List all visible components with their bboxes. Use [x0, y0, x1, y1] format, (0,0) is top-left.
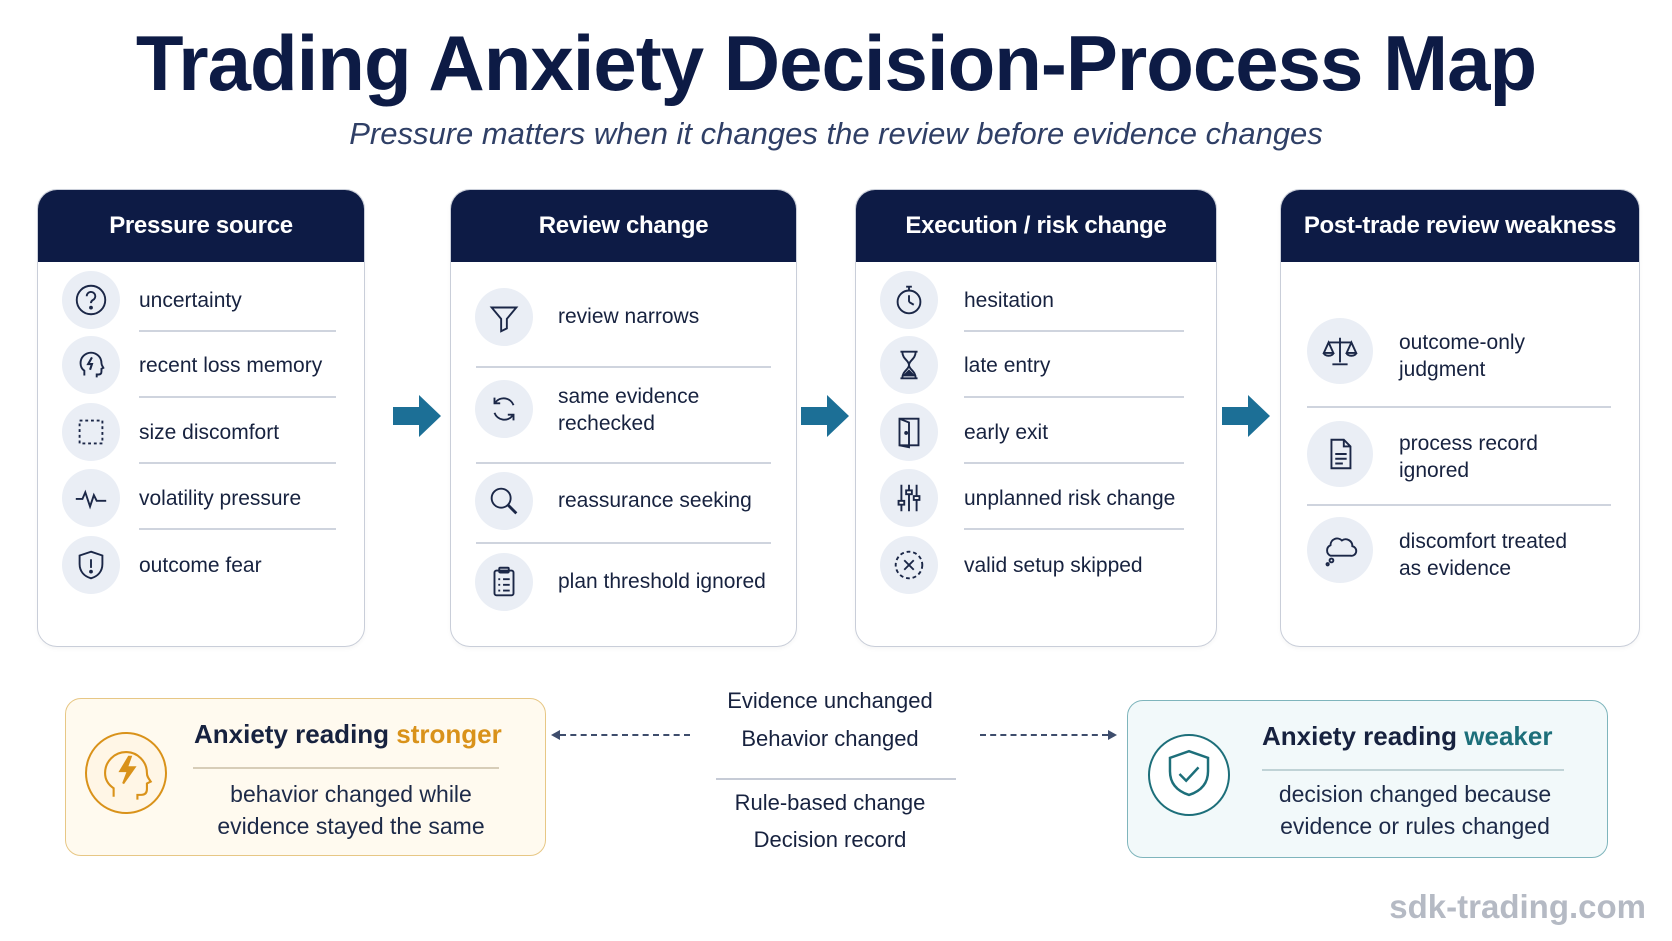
item-label: outcome-only judgment	[1399, 331, 1526, 381]
item-label: plan threshold ignored	[558, 570, 766, 593]
item-label: hesitation	[964, 289, 1054, 312]
item-label: unplanned risk change	[964, 487, 1176, 510]
divider	[964, 528, 1184, 530]
divider	[1307, 504, 1611, 506]
head-lightning-icon	[62, 336, 120, 394]
dashed-x-circle-icon	[880, 536, 938, 594]
divider	[964, 396, 1184, 398]
item-label: late entry	[964, 354, 1051, 377]
funnel-icon	[475, 288, 533, 346]
weaker-title-prefix: Anxiety reading	[1262, 721, 1465, 751]
dashed-arrow-left	[560, 734, 690, 736]
item-label: same evidence rechecked	[558, 385, 700, 435]
watermark: sdk-trading.com	[1389, 888, 1646, 925]
divider	[139, 462, 336, 464]
stronger-title-accent: stronger	[396, 719, 502, 749]
stopwatch-icon	[880, 271, 938, 329]
item-label: volatility pressure	[139, 487, 302, 510]
item-label: early exit	[964, 421, 1049, 444]
item-label: valid setup skipped	[964, 554, 1143, 577]
card-header: Post-trade review weakness	[1281, 190, 1639, 262]
shield-check-icon	[1148, 734, 1230, 816]
stronger-title: Anxiety reading stronger	[194, 719, 502, 750]
rule-based-change-label: Rule-based change	[734, 790, 926, 815]
arrow-tip-left-icon	[551, 730, 560, 740]
page-subtitle: Pressure matters when it changes the rev…	[349, 116, 1323, 151]
item-label: process record ignored	[1399, 432, 1538, 482]
stronger-text: behavior changed while evidence stayed t…	[217, 781, 485, 839]
flow-arrow-icon	[801, 395, 849, 437]
anxiety-weaker-box: Anxiety reading weaker decision changed …	[1127, 700, 1608, 858]
divider	[193, 767, 499, 769]
weaker-title: Anxiety reading weaker	[1262, 721, 1552, 752]
divider	[476, 542, 771, 544]
thought-cloud-icon	[1307, 517, 1373, 583]
stronger-title-prefix: Anxiety reading	[194, 719, 397, 749]
magnifier-icon	[475, 472, 533, 530]
refresh-icon	[475, 380, 533, 438]
arrow-tip-right-icon	[1108, 730, 1117, 740]
decision-record-label: Decision record	[753, 827, 907, 852]
sliders-icon	[880, 469, 938, 527]
pulse-icon	[62, 469, 120, 527]
divider	[139, 396, 336, 398]
divider	[716, 778, 956, 780]
divider	[964, 330, 1184, 332]
card-header: Pressure source	[38, 190, 364, 262]
clipboard-list-icon	[475, 553, 533, 611]
item-label: reassurance seeking	[558, 489, 752, 512]
item-label: size discomfort	[139, 421, 280, 444]
weaker-text: decision changed because evidence or rul…	[1278, 781, 1552, 839]
divider	[139, 528, 336, 530]
shield-alert-icon	[62, 536, 120, 594]
hourglass-icon	[880, 336, 938, 394]
item-label: outcome fear	[139, 554, 262, 577]
document-icon	[1307, 421, 1373, 487]
divider	[1307, 406, 1611, 408]
flow-arrow-icon	[393, 395, 441, 437]
behavior-changed-label: Behavior changed	[741, 726, 919, 751]
dashed-square-icon	[62, 403, 120, 461]
page-title: Trading Anxiety Decision-Process Map	[135, 19, 1537, 107]
scales-icon	[1307, 318, 1373, 384]
question-icon	[62, 271, 120, 329]
item-label: review narrows	[558, 305, 700, 328]
card-pressure-source: Pressure source uncertainty recent loss …	[37, 189, 365, 647]
anxiety-stronger-box: Anxiety reading stronger behavior change…	[65, 698, 546, 856]
card-review-change: Review change review narrows same eviden…	[450, 189, 797, 647]
item-label: discomfort treated as evidence	[1399, 530, 1568, 580]
divider	[1262, 769, 1564, 771]
item-label: uncertainty	[139, 289, 242, 312]
card-execution-risk-change: Execution / risk change hesitation late …	[855, 189, 1217, 647]
item-label: recent loss memory	[139, 354, 323, 377]
divider	[476, 462, 771, 464]
divider	[964, 462, 1184, 464]
divider	[139, 330, 336, 332]
card-post-trade-review-weakness: Post-trade review weakness outcome-only …	[1280, 189, 1640, 647]
head-lightning-icon	[85, 732, 167, 814]
flow-arrow-icon	[1222, 395, 1270, 437]
dashed-arrow-right	[980, 734, 1108, 736]
divider	[476, 366, 771, 368]
card-header: Execution / risk change	[856, 190, 1216, 262]
card-header: Review change	[451, 190, 796, 262]
door-exit-icon	[880, 403, 938, 461]
evidence-unchanged-label: Evidence unchanged	[727, 688, 933, 713]
weaker-title-accent: weaker	[1464, 721, 1553, 751]
